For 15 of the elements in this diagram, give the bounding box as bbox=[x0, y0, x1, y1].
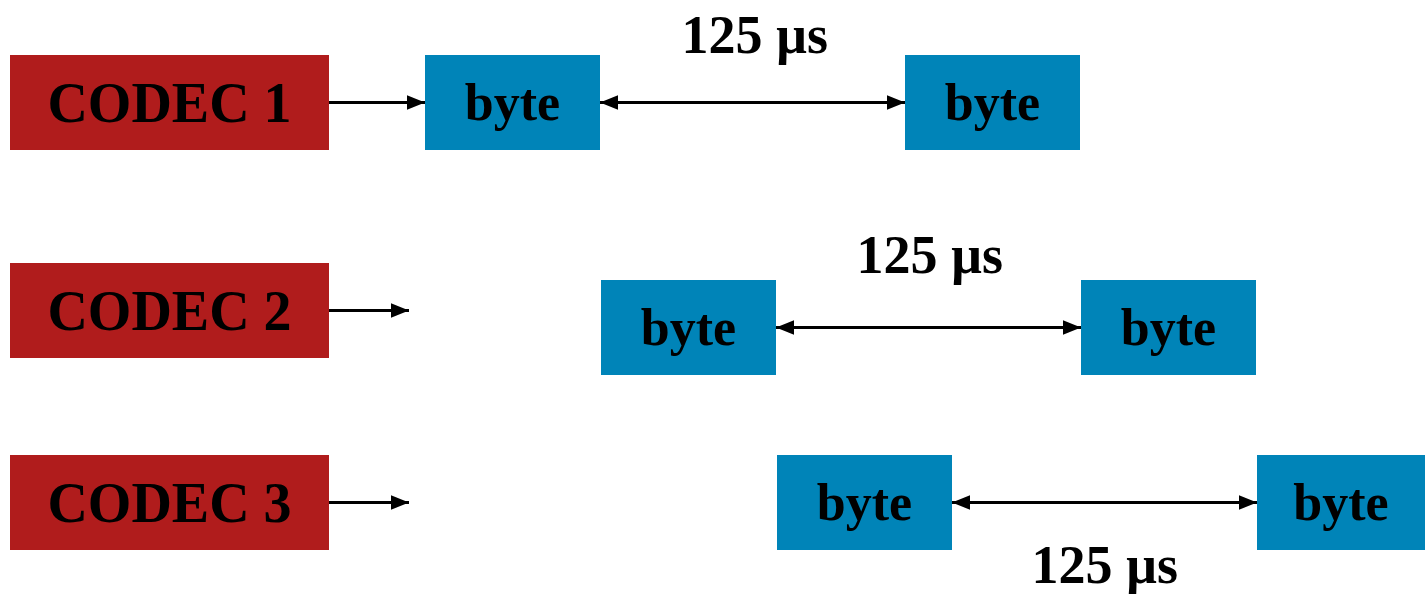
byte-box: byte bbox=[1081, 280, 1256, 375]
byte-box: byte bbox=[425, 55, 600, 150]
byte-box: byte bbox=[1257, 455, 1425, 550]
byte-box: byte bbox=[777, 455, 952, 550]
double-arrow bbox=[776, 320, 1081, 335]
double-arrow bbox=[952, 495, 1257, 510]
arrow bbox=[329, 95, 425, 110]
double-arrow bbox=[600, 95, 905, 110]
codec-box: CODEC 2 bbox=[10, 263, 329, 358]
codec-box: CODEC 1 bbox=[10, 55, 329, 150]
byte-box: byte bbox=[905, 55, 1080, 150]
arrow bbox=[329, 495, 409, 510]
arrow bbox=[329, 303, 409, 318]
codec-box: CODEC 3 bbox=[10, 455, 329, 550]
byte-box: byte bbox=[601, 280, 776, 375]
